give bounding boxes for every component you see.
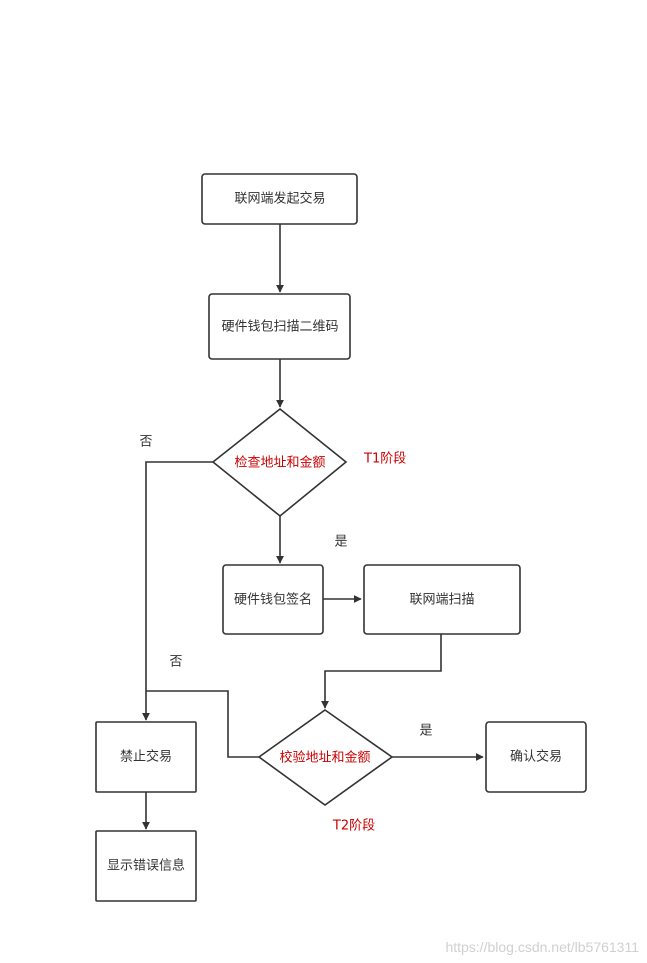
label-t1-stage: T1阶段 (363, 452, 406, 467)
label-t2-stage: T2阶段 (332, 819, 375, 834)
node-show-error-text: 显示错误信息 (107, 858, 185, 874)
edge-check-to-forbid (142, 461, 213, 721)
node-online-scan: 联网端扫描 (363, 564, 521, 635)
node-show-error: 显示错误信息 (95, 830, 197, 902)
node-initiate-text: 联网端发起交易 (234, 191, 325, 207)
node-verify: 校验地址和金额 (257, 709, 394, 806)
node-scan-qr-text: 硬件钱包扫描二维码 (221, 320, 338, 335)
node-check: 检查地址和金额 (211, 407, 348, 518)
label-yes-verify: 是 (419, 724, 432, 739)
node-sign: 硬件钱包签名 (222, 564, 324, 635)
node-check-text: 检查地址和金额 (234, 455, 325, 471)
edge-online-scan-to-verify (321, 634, 442, 709)
label-no-check: 否 (139, 435, 152, 450)
node-sign-text: 硬件钱包签名 (234, 592, 312, 608)
node-confirm-text: 确认交易 (510, 749, 562, 765)
label-yes-check: 是 (334, 535, 347, 550)
node-online-scan-text: 联网端扫描 (409, 593, 474, 608)
label-no-verify: 否 (169, 655, 182, 670)
node-initiate: 联网端发起交易 (201, 173, 358, 225)
node-scan-qr: 硬件钱包扫描二维码 (208, 293, 351, 360)
node-verify-text: 校验地址和金额 (279, 750, 370, 766)
node-forbid: 禁止交易 (95, 721, 197, 793)
watermark-text: https://blog.csdn.net/lb5761311 (445, 939, 639, 955)
node-confirm: 确认交易 (485, 721, 587, 793)
edge-verify-to-forbid (146, 690, 259, 758)
node-forbid-text: 禁止交易 (120, 749, 172, 765)
